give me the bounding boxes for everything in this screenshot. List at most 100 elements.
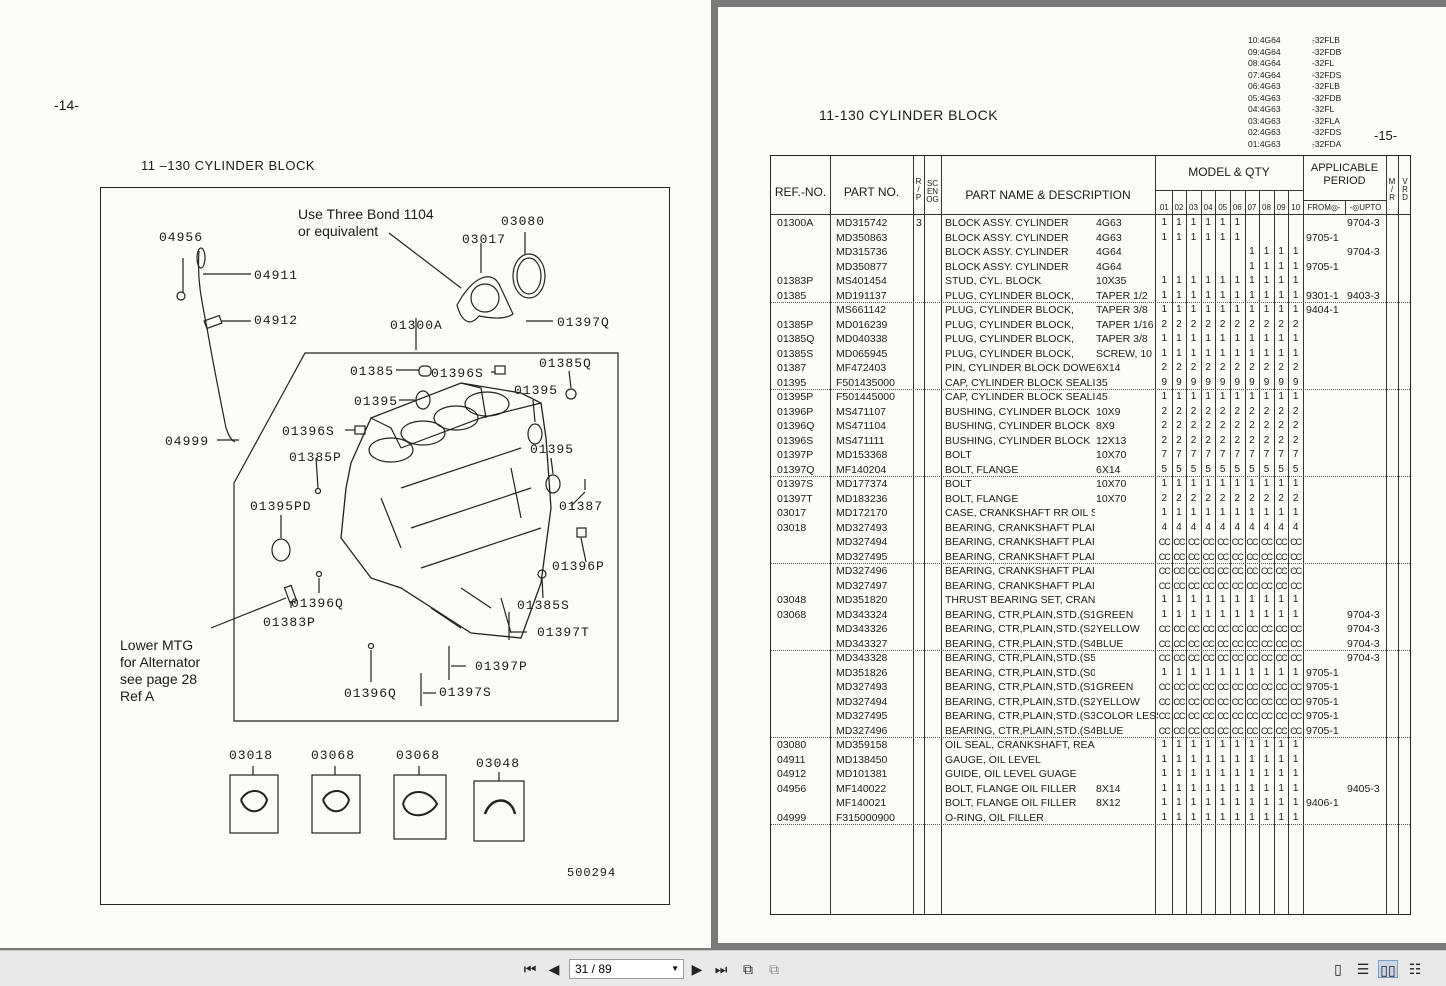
part-spec: BLUE <box>1096 724 1124 737</box>
single-page-icon[interactable]: ▯ <box>1334 961 1342 977</box>
fit-width-icon[interactable]: ⧉ <box>769 961 779 977</box>
qty-cell: CC <box>1275 580 1288 591</box>
qty-cell: CC <box>1173 725 1185 736</box>
part-spec: 4G63 <box>1096 217 1122 229</box>
qty-cell: 1 <box>1205 391 1211 402</box>
qty-cell: 1 <box>1190 666 1197 678</box>
qty-cell: CC <box>1187 711 1200 721</box>
qty-cell: 1 <box>1161 347 1168 359</box>
qty-cell: 1 <box>1263 260 1270 272</box>
prev-page-icon[interactable]: ◀ <box>548 961 560 977</box>
model-code-item: 10:4G64-32FLB <box>1248 35 1376 47</box>
part-number: MS471104 <box>836 420 887 432</box>
header-name: PART NAME & DESCRIPTION <box>965 188 1131 202</box>
qty-cell: CC <box>1246 624 1258 634</box>
part-name: BUSHING, CYLINDER BLOCK <box>945 420 1091 432</box>
part-name: BOLT <box>945 478 972 490</box>
period-from: 9705-1 <box>1306 681 1339 693</box>
qty-cell: CC <box>1158 551 1171 562</box>
model-suffix: -32FDA <box>1312 138 1342 149</box>
qty-cell: 1 <box>1263 608 1270 620</box>
qty-cell: 1 <box>1219 478 1226 489</box>
part-number: MF140021 <box>836 797 887 809</box>
qty-cell: 7 <box>1263 449 1270 460</box>
continuous-facing-icon[interactable]: ☷ <box>1408 961 1422 977</box>
part-number: F501445000 <box>836 391 895 403</box>
part-name: BLOCK ASSY. CYLINDER <box>945 217 1069 229</box>
part-number: MF140204 <box>836 463 887 476</box>
callout-label: 04912 <box>254 313 299 328</box>
qty-cell: 7 <box>1205 449 1211 460</box>
part-name: BOLT, FLANGE OIL FILLER <box>945 797 1077 809</box>
part-number: MD065945 <box>836 347 888 360</box>
model-code: 05:4G63 <box>1248 92 1281 103</box>
qty-cell: 1 <box>1176 753 1182 765</box>
qty-cell: 1 <box>1161 275 1168 286</box>
part-name: THRUST BEARING SET, CRANKSHAFT PLAIN <box>945 594 1095 606</box>
qty-cell: 2 <box>1263 492 1270 504</box>
qty-cell: 4 <box>1205 521 1211 533</box>
part-number: MD315742 <box>836 217 888 229</box>
qty-cell: 9 <box>1292 376 1299 388</box>
next-page-icon[interactable]: ▶ <box>691 961 703 977</box>
qty-cell: 2 <box>1190 420 1197 431</box>
qty-cell: 1 <box>1205 304 1211 315</box>
qty-cell: 9 <box>1219 376 1226 388</box>
ref-number: 03017 <box>777 507 807 519</box>
qty-cell: 1 <box>1205 608 1211 620</box>
qty-cell: 1 <box>1219 797 1226 808</box>
qty-cell: CC <box>1246 580 1258 591</box>
qty-cell: CC <box>1187 696 1200 707</box>
header-model-col: 03 <box>1189 203 1198 212</box>
qty-cell: 1 <box>1249 797 1255 808</box>
period-from: 9705-1 <box>1306 710 1339 722</box>
part-spec: 6X14 <box>1096 362 1121 374</box>
ref-number: 01385P <box>777 318 814 331</box>
model-code: 09:4G64 <box>1248 46 1281 57</box>
qty-cell: CC <box>1217 711 1229 721</box>
qty-cell: 1 <box>1219 275 1226 286</box>
qty-cell: 1 <box>1190 811 1197 823</box>
qty-cell: 2 <box>1234 492 1241 504</box>
period-from: 9705-1 <box>1306 231 1339 244</box>
facing-pages-icon[interactable]: ▯▯ <box>1378 960 1398 978</box>
qty-cell: 1 <box>1205 333 1211 344</box>
part-name: CASE, CRANKSHAFT RR OIL SEAL <box>945 507 1095 519</box>
qty-cell: 1 <box>1249 260 1255 272</box>
part-number: F501435000 <box>836 376 895 389</box>
qty-cell: 1 <box>1176 594 1182 605</box>
qty-cell: 2 <box>1161 420 1168 431</box>
continuous-page-icon[interactable]: ☰ <box>1356 961 1370 977</box>
qty-cell: 2 <box>1205 318 1211 330</box>
qty-cell: CC <box>1187 638 1200 649</box>
ref-number: 03018 <box>777 521 807 534</box>
qty-cell: 2 <box>1278 420 1284 431</box>
qty-cell: CC <box>1275 551 1288 562</box>
rip-flag: 3 <box>916 217 922 229</box>
period-upto: 9403-3 <box>1347 289 1380 302</box>
qty-cell: CC <box>1231 537 1244 547</box>
qty-cell: CC <box>1187 682 1200 692</box>
header-model-col: 04 <box>1203 203 1213 212</box>
qty-cell: CC <box>1290 580 1302 591</box>
callout-label: 01395 <box>530 442 575 457</box>
part-name: BUSHING, CYLINDER BLOCK <box>945 434 1091 447</box>
qty-cell: 1 <box>1234 739 1241 750</box>
qty-cell: 1 <box>1161 594 1168 605</box>
part-spec: 10X70 <box>1096 492 1127 505</box>
last-page-icon[interactable]: ⏭ <box>714 961 728 977</box>
period-from: 9404-1 <box>1306 304 1339 316</box>
qty-cell: 1 <box>1219 507 1226 518</box>
fit-page-icon[interactable]: ⧉ <box>743 961 753 977</box>
qty-cell: 1 <box>1234 391 1241 402</box>
page-selector[interactable]: 31 / 89 ▼ <box>569 959 684 979</box>
first-page-icon[interactable]: ⏮ <box>523 961 537 977</box>
